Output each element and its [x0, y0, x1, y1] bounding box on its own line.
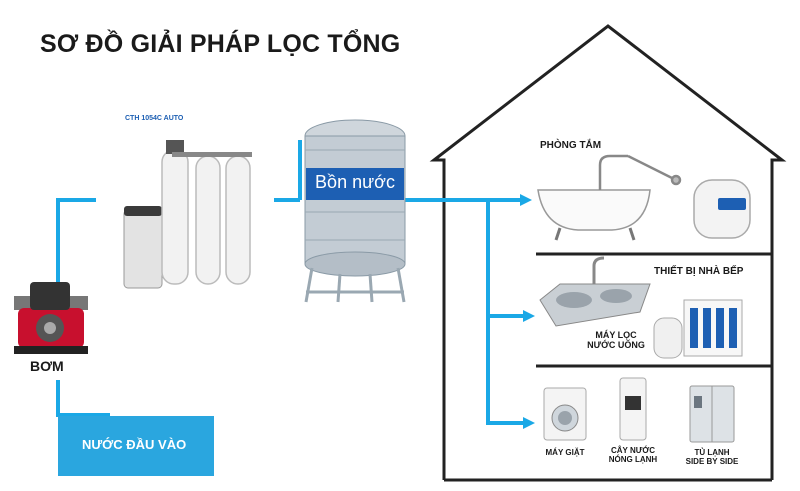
inlet-box: NƯỚC ĐẦU VÀO — [58, 416, 214, 476]
pipe-arrows — [520, 194, 535, 429]
house-outline — [429, 24, 787, 482]
water-heater-icon — [693, 179, 751, 239]
refrigerator-icon — [689, 385, 735, 443]
diagram-title: SƠ ĐỒ GIẢI PHÁP LỌC TỔNG — [40, 30, 401, 58]
water-dispenser-label: CÂY NƯỚC NÓNG LẠNH — [608, 446, 658, 465]
pipe-network — [56, 140, 525, 425]
tank-label: Bồn nước — [315, 172, 395, 192]
ro-purifier-icon — [653, 299, 743, 359]
water-dispenser-icon — [619, 377, 647, 441]
bathtub-icon — [537, 189, 651, 241]
kitchen-label: THIẾT BỊ NHÀ BẾP — [654, 266, 744, 277]
stainless-water-tank-icon — [304, 119, 406, 303]
kitchen-sink-icon — [539, 256, 651, 327]
inlet-label: NƯỚC ĐẦU VÀO — [82, 437, 187, 452]
bathroom-label: PHÒNG TẮM — [540, 140, 602, 151]
purifier-label: MÁY LỌC NƯỚC UỐNG — [587, 330, 645, 351]
washing-machine-label: MÁY GIẶT — [545, 448, 585, 457]
refrigerator-label: TỦ LẠNH SIDE BY SIDE — [685, 448, 739, 467]
water-pump-icon — [14, 282, 88, 354]
washing-machine-icon — [543, 387, 587, 441]
shower-faucet-icon — [598, 154, 682, 190]
pump-label: BƠM — [30, 358, 64, 374]
filter-model-label: CTH 1054C AUTO — [125, 115, 184, 122]
filter-system-icon — [123, 140, 252, 289]
